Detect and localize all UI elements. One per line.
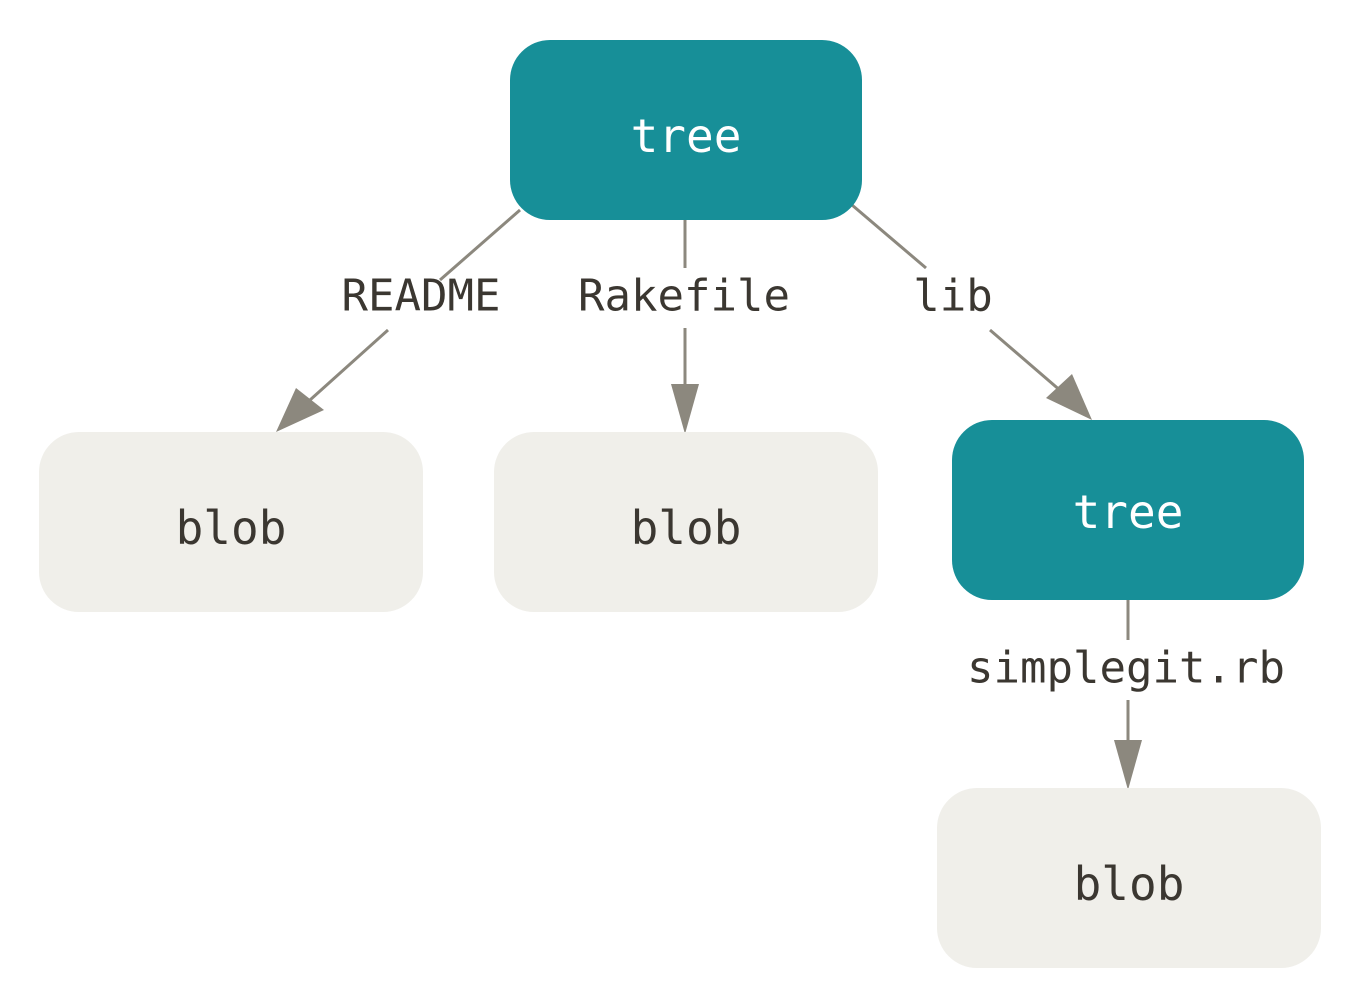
edge-simplegit-arrowhead (1114, 740, 1142, 790)
node-blob-simplegit-box (937, 788, 1321, 968)
edge-lib-arrowhead (1046, 374, 1092, 420)
edge-lib-line-top (851, 203, 927, 270)
edge-lib-line-bottom (989, 328, 1063, 394)
edge-readme-line-top (439, 208, 521, 282)
nodes: tree blob blob tree blob (39, 40, 1321, 968)
edge-label-rakefile: Rakefile (578, 271, 790, 322)
edge-label-readme: README (342, 271, 501, 322)
node-lib-tree-label: tree (1073, 485, 1184, 539)
node-blob-simplegit: blob (937, 788, 1321, 968)
edge-rakefile: Rakefile (578, 220, 790, 434)
node-root-tree: tree (510, 40, 862, 220)
edge-readme-line-bottom (308, 328, 390, 402)
edge-simplegit: simplegit.rb (967, 600, 1285, 790)
node-blob-simplegit-label: blob (1074, 857, 1185, 911)
edge-label-lib: lib (913, 271, 992, 322)
node-blob-rakefile-box (494, 432, 878, 612)
edge-rakefile-arrowhead (671, 384, 699, 434)
node-blob-readme-box (39, 432, 423, 612)
node-blob-rakefile-label: blob (631, 501, 742, 555)
edge-label-simplegit: simplegit.rb (967, 643, 1285, 694)
edge-readme: README (276, 208, 521, 432)
node-lib-tree: tree (952, 420, 1304, 600)
node-blob-rakefile: blob (494, 432, 878, 612)
edge-readme-arrowhead (276, 388, 324, 432)
edges: README Rakefile lib simplegit.rb (276, 203, 1285, 790)
node-blob-readme-label: blob (176, 501, 287, 555)
edge-lib: lib (851, 203, 1092, 420)
node-blob-readme: blob (39, 432, 423, 612)
node-root-tree-box (510, 40, 862, 220)
node-root-tree-label: tree (631, 109, 742, 163)
node-lib-tree-box (952, 420, 1304, 600)
